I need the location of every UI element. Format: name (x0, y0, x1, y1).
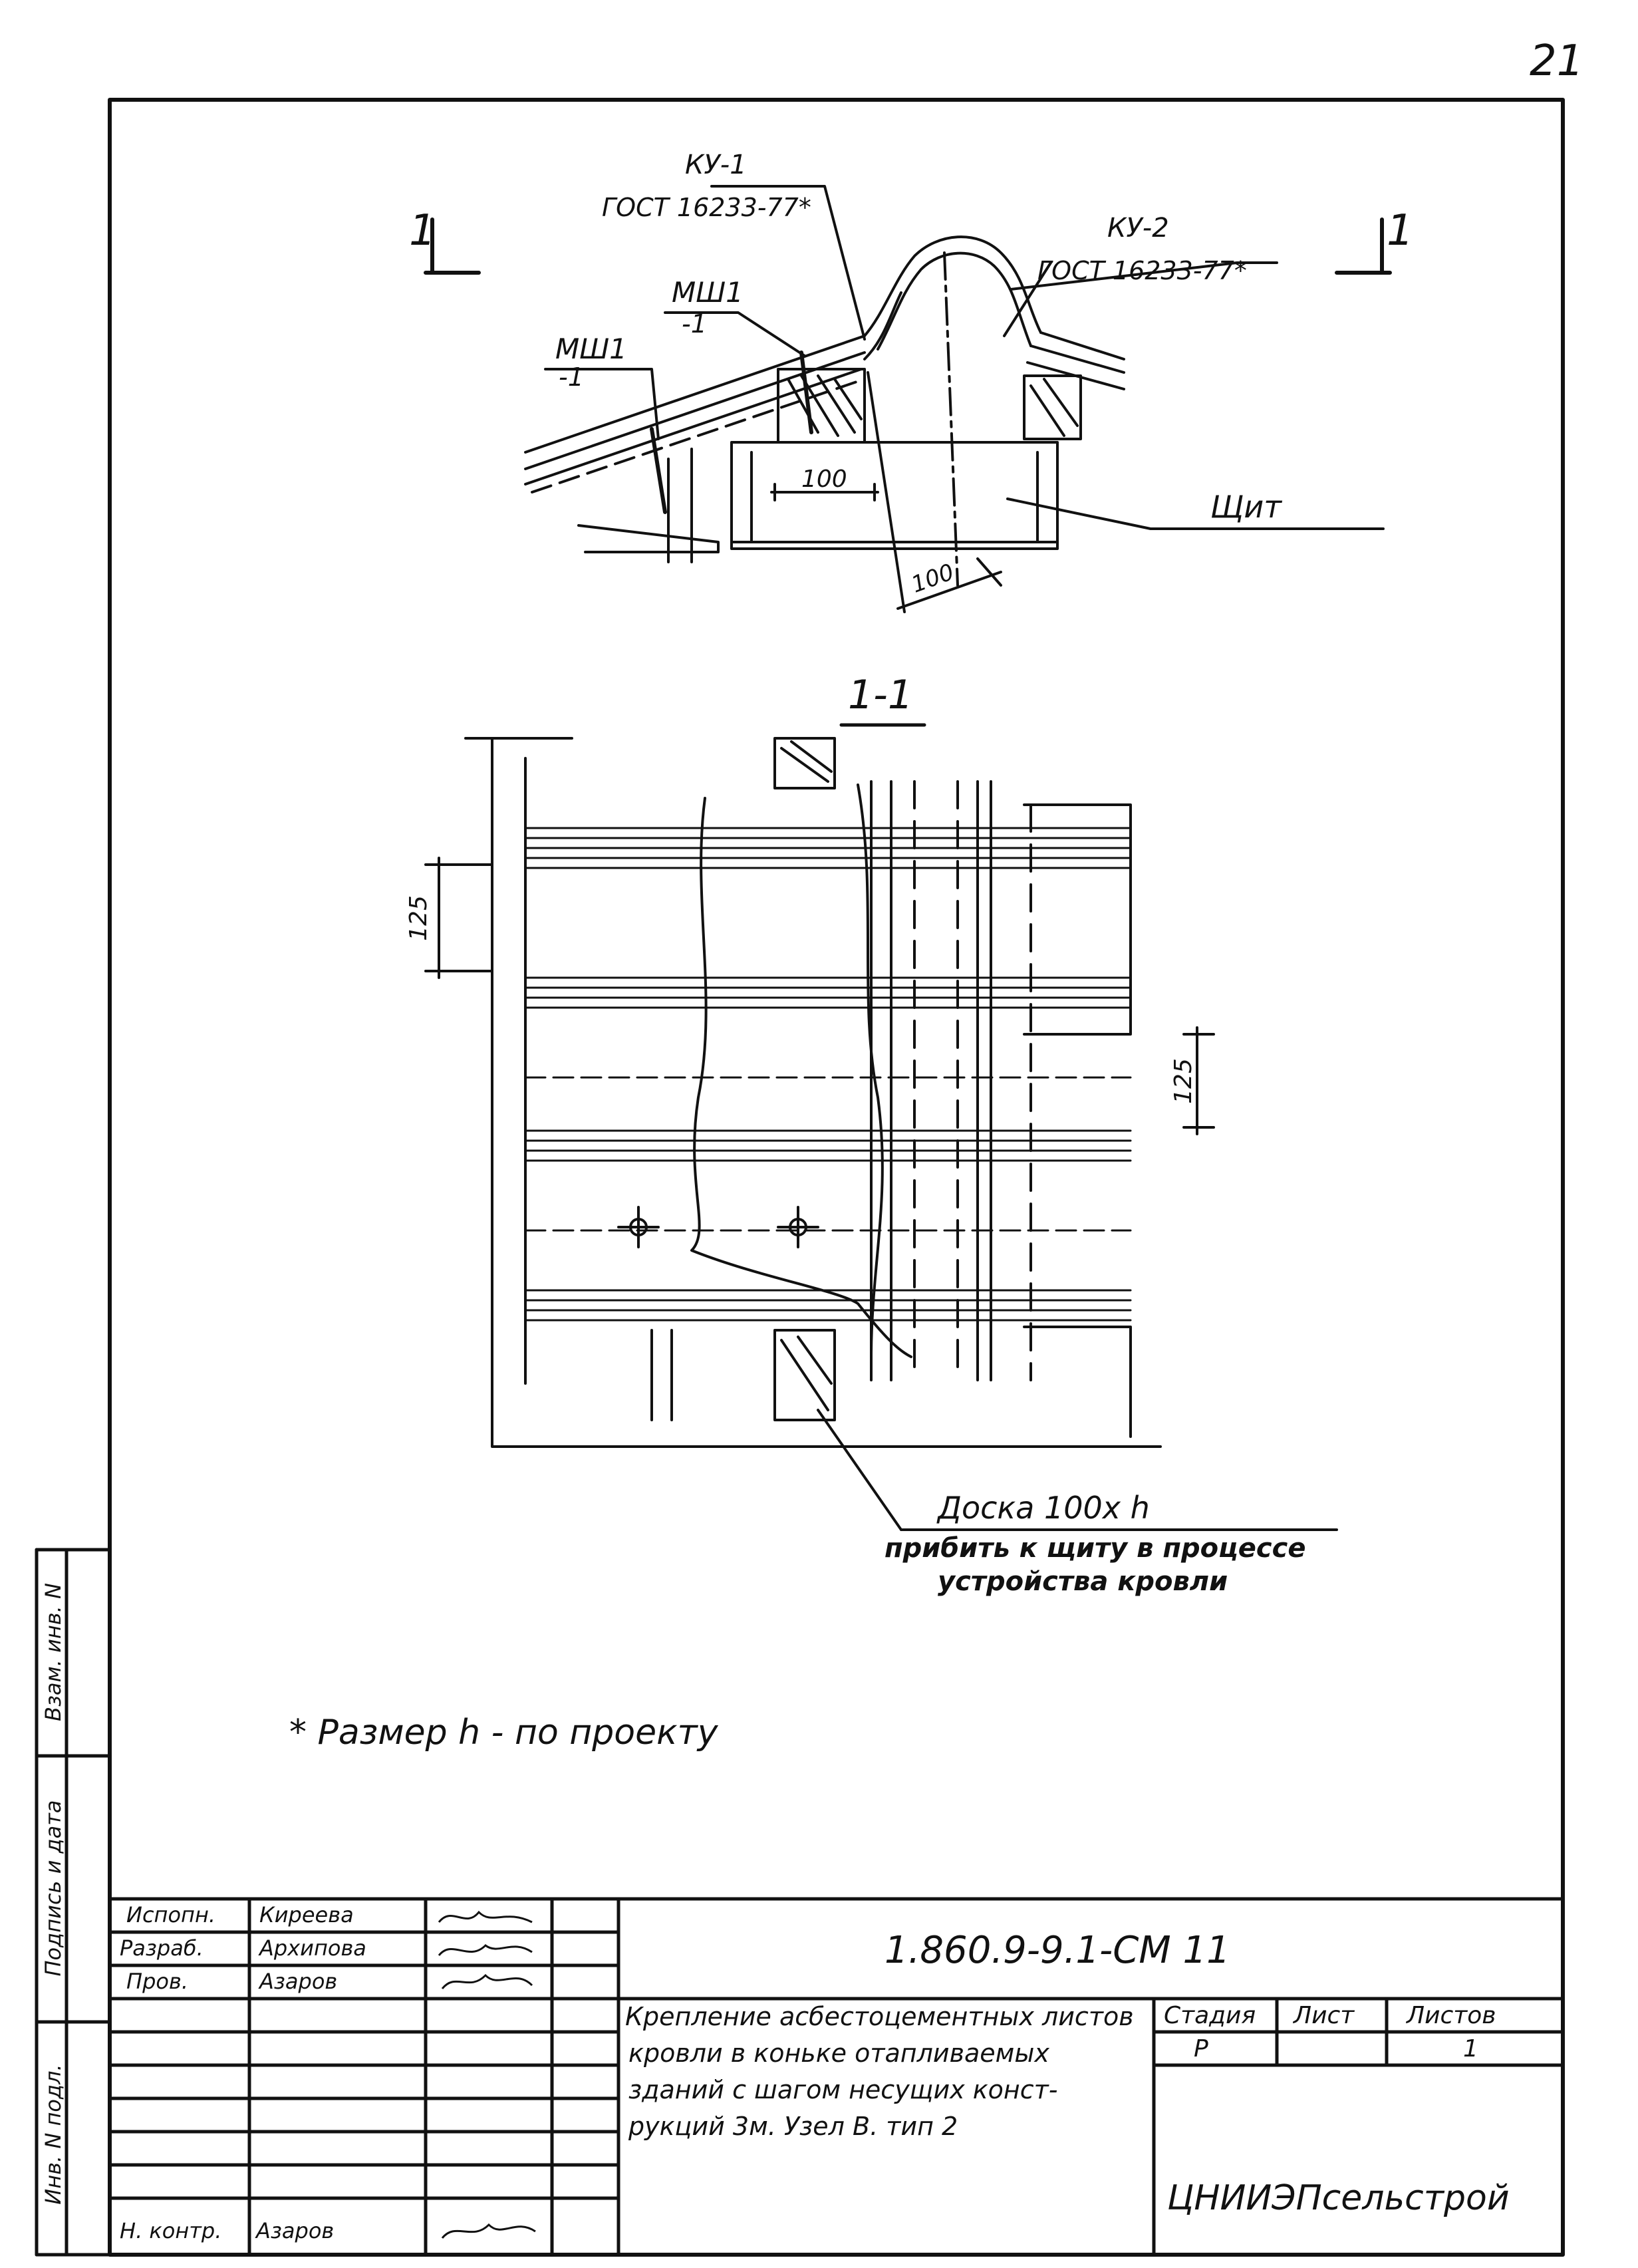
title-line-3: зданий с шагом несущих конст- (628, 2075, 1058, 2104)
stage-value: Р (1194, 2035, 1208, 2062)
section-marker-left: 1 (409, 206, 436, 255)
callout-msh1-b: МШ1 (555, 333, 627, 365)
title-block-frame (108, 1897, 1565, 2257)
callout-ku1-gost: ГОСТ 16233-77* (602, 193, 811, 222)
page-number: 21 (1530, 37, 1584, 86)
signature-name-4: Азаров (256, 2218, 335, 2243)
signature-scribbles (438, 1910, 536, 2239)
signature-name-1: Киреева (259, 1902, 354, 1927)
callout-msh1-a: МШ1 (672, 276, 744, 309)
title-line-4: рукций 3м. Узел В. тип 2 (628, 2112, 958, 2141)
sheet-header: Лист (1294, 2002, 1355, 2029)
section-title: 1-1 (848, 672, 913, 718)
section-1-1 (424, 723, 1338, 1531)
signature-role-4: Н. контр. (120, 2218, 222, 2243)
section-marker-right: 1 (1387, 206, 1414, 255)
dimension-100-a: 100 (801, 466, 847, 493)
title-line-2: кровли в коньке отапливаемых (628, 2039, 1049, 2068)
signature-role-1: Испопн. (126, 1902, 216, 1927)
callout-ku2-gost: ГОСТ 16233-77* (1037, 256, 1247, 285)
ridge-detail (424, 185, 1392, 613)
sheets-value: 1 (1463, 2035, 1478, 2062)
signature-name-3: Азаров (259, 1969, 338, 1994)
callout-ku1: КУ-1 (685, 150, 747, 180)
stage-header: Стадия (1164, 2002, 1256, 2029)
board-note-line3: устройства кровли (938, 1566, 1228, 1597)
dimension-125-left: 125 (404, 895, 432, 941)
title-line-1: Крепление асбестоцементных листов (625, 2002, 1134, 2031)
dimension-125-right: 125 (1169, 1058, 1197, 1104)
signature-role-2: Разраб. (120, 1935, 204, 1961)
signature-name-2: Архипова (259, 1935, 366, 1961)
side-stamp-vzam-inv: Взам. инв. N (41, 1583, 66, 1721)
footnote: * Размер h - по проекту (289, 1713, 718, 1753)
sheet-frame (108, 98, 1565, 2257)
callout-ku2: КУ-2 (1107, 213, 1169, 243)
side-stamp-podpis-data: Подпись и дата (41, 1800, 66, 1977)
callout-msh1-b-sub: -1 (559, 362, 584, 392)
sheets-header: Листов (1407, 2002, 1496, 2029)
side-stamp-frame (35, 1548, 112, 2257)
signature-role-3: Пров. (126, 1969, 188, 1994)
side-stamp-inv-podl: Инв. N подл. (41, 2064, 66, 2205)
board-note-line2: прибить к щиту в процессе (885, 1533, 1306, 1564)
organization: ЦНИИЭПсельстрой (1167, 2178, 1510, 2218)
callout-shield: Щит (1210, 489, 1282, 525)
callout-msh1-a-sub: -1 (682, 309, 707, 339)
board-note-line1: Доска 100х h (938, 1490, 1150, 1526)
document-code: 1.860.9-9.1-СМ 11 (885, 1929, 1230, 1972)
